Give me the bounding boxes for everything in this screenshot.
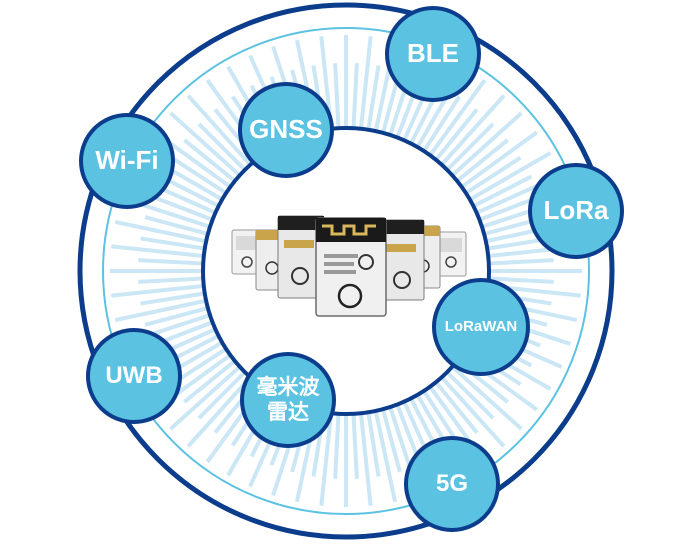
wifi-bubble: Wi-Fi xyxy=(79,113,175,209)
lorawan-bubble: LoRaWAN xyxy=(432,278,530,376)
lorawan-label: LoRaWAN xyxy=(444,318,518,335)
mmwave-radar-bubble: 毫米波 雷达 xyxy=(240,352,336,448)
wireless-module-chips-icon xyxy=(231,215,467,317)
outer-ring xyxy=(77,2,615,540)
wifi-label: Wi-Fi xyxy=(95,145,159,176)
middle-ring xyxy=(102,27,590,515)
module-chip xyxy=(277,215,325,299)
gnss-bubble: GNSS xyxy=(238,82,334,178)
lora-label: LoRa xyxy=(543,195,609,226)
uwb-bubble: UWB xyxy=(86,328,182,424)
uwb-label: UWB xyxy=(105,361,163,389)
gnss-label: GNSS xyxy=(249,114,323,145)
5g-label: 5G xyxy=(435,469,468,497)
module-chip xyxy=(231,229,263,275)
ble-bubble: BLE xyxy=(385,6,481,102)
module-chip xyxy=(379,219,425,301)
module-chip xyxy=(435,231,467,277)
lora-bubble: LoRa xyxy=(528,163,624,259)
module-chip xyxy=(315,217,387,317)
mmwave-label-line1: 毫米波 xyxy=(256,375,320,399)
5g-bubble: 5G xyxy=(404,436,500,532)
mmwave-label-line2: 雷达 xyxy=(267,401,309,424)
ble-label: BLE xyxy=(407,38,459,69)
